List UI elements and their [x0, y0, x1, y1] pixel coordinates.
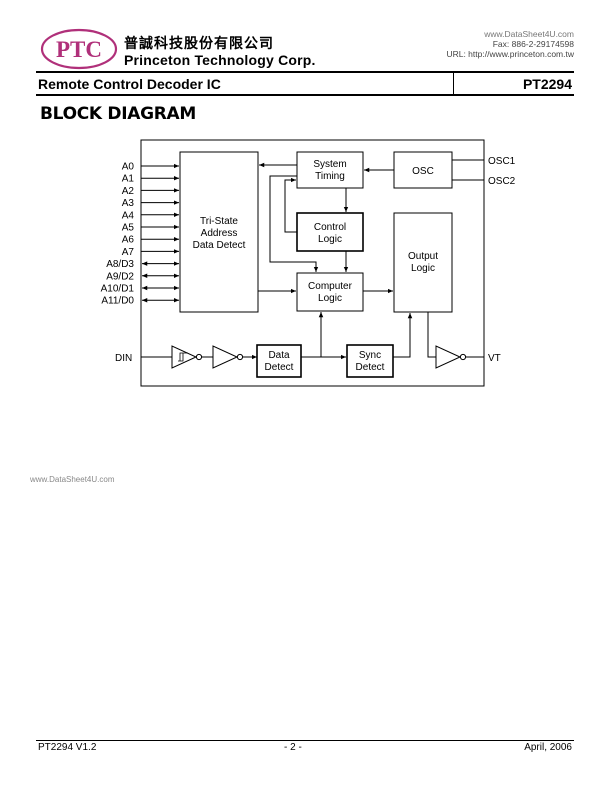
output-logic-label-line-1: Output — [408, 251, 438, 262]
data-detect-label-line-2: Detect — [265, 362, 294, 373]
address-pin-label: A8/D3 — [106, 259, 134, 270]
computer-logic-label-line-2: Logic — [318, 293, 342, 304]
address-pin-label: A9/D2 — [106, 271, 134, 282]
control-logic-label-line-2: Logic — [318, 234, 342, 245]
osc-label: OSC — [412, 166, 434, 177]
side-watermark: www.DataSheet4U.com — [30, 475, 115, 484]
vt-pin-label: VT — [488, 353, 501, 364]
title-bar-bottom-rule — [36, 94, 574, 96]
address-pin-label: A7 — [122, 247, 135, 258]
section-title: BLOCK DIAGRAM — [40, 104, 197, 124]
osc1-pin-label: OSC1 — [488, 156, 516, 167]
system-timing-label-line-2: Timing — [315, 171, 345, 182]
inverter-gate — [212, 345, 244, 369]
diagram-outer-frame — [140, 139, 485, 387]
timing-to-computer-path — [269, 175, 319, 272]
schmitt-inverter-gate — [171, 345, 203, 369]
footer-rule — [36, 740, 574, 741]
data-detect-block — [256, 344, 302, 378]
tri-state-label-line-1: Tri-State — [200, 216, 238, 227]
output-logic-to-buffer-line — [427, 312, 436, 358]
osc2-pin-label: OSC2 — [488, 176, 516, 187]
vt-output-inverter-gate — [435, 345, 467, 369]
control-to-timing-feedback — [284, 177, 297, 233]
address-pin-label: A4 — [122, 210, 135, 221]
contact-info: www.DataSheet4U.com Fax: 886-2-29174598 … — [446, 29, 574, 59]
ptc-logo-text: PTC — [56, 37, 102, 62]
footer-date: April, 2006 — [524, 742, 572, 753]
sync-detect-label-line-1: Sync — [359, 350, 381, 361]
computer-logic-block — [296, 272, 364, 312]
title-bar-top-rule — [36, 71, 574, 73]
system-timing-label-line-1: System — [313, 159, 346, 170]
part-number: PT2294 — [522, 76, 572, 92]
address-pin-label: A3 — [122, 198, 135, 209]
system-timing-block — [296, 151, 364, 189]
footer-version: PT2294 V1.2 — [38, 742, 97, 753]
tri-state-label-line-2: Address — [201, 228, 238, 239]
company-name-chinese: 普誠科技股份有限公司 — [124, 36, 274, 52]
fax-line: Fax: 886-2-29174598 — [492, 39, 574, 49]
ptc-logo: PTC — [40, 28, 118, 70]
footer-page-number: - 2 - — [284, 742, 302, 753]
address-pin-label: A0 — [122, 162, 135, 173]
tri-state-label-line-3: Data Detect — [193, 240, 246, 251]
address-pin-label: A10/D1 — [101, 284, 135, 295]
document-title: Remote Control Decoder IC — [38, 76, 221, 92]
address-pin-label: A2 — [122, 186, 135, 197]
title-bar-divider — [453, 71, 454, 94]
data-detect-label-line-1: Data — [268, 350, 290, 361]
sync-detect-block — [346, 344, 394, 378]
header-watermark: www.DataSheet4U.com — [484, 29, 574, 39]
output-logic-block — [393, 212, 453, 313]
url-line: URL: http://www.princeton.com.tw — [446, 49, 574, 59]
tri-state-block — [179, 151, 259, 313]
output-logic-label-line-2: Logic — [411, 263, 435, 274]
control-logic-label-line-1: Control — [314, 222, 346, 233]
address-pin-label: A6 — [122, 235, 135, 246]
din-pin-label: DIN — [115, 353, 132, 364]
company-name-english: Princeton Technology Corp. — [124, 52, 316, 68]
address-pin-label: A5 — [122, 223, 135, 234]
sync-to-output-arrow — [393, 313, 413, 358]
sync-detect-label-line-2: Detect — [356, 362, 385, 373]
address-pin-label: A1 — [122, 174, 135, 185]
address-pin-label: A11/D0 — [101, 296, 134, 307]
computer-logic-label-line-1: Computer — [308, 281, 353, 292]
